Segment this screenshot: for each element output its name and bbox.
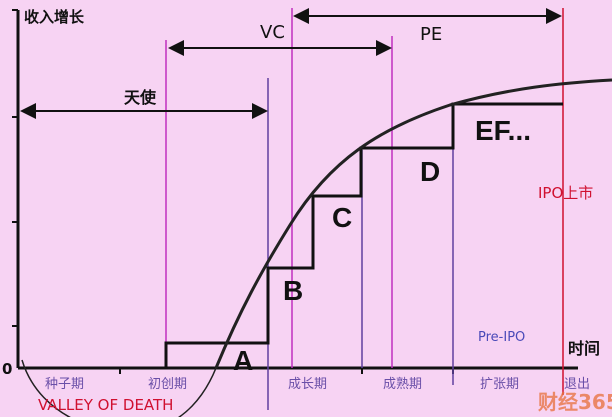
pre-ipo-label: Pre-IPO <box>478 330 526 345</box>
round-ef: EF... <box>475 115 532 146</box>
stage-exit: 退出 <box>564 377 591 392</box>
stage-mature: 成熟期 <box>383 377 423 392</box>
ipo-label: IPO上市 <box>538 184 594 202</box>
stage-startup: 初创期 <box>148 377 188 392</box>
vc-label: VC <box>260 22 285 43</box>
origin-label: 0 <box>2 360 13 378</box>
watermark-logo: 财经365 <box>538 390 612 414</box>
angel-label: 天使 <box>124 88 157 107</box>
y-axis-label: 收入增长 <box>24 8 85 26</box>
round-d: D <box>420 156 441 187</box>
round-b: B <box>283 275 304 306</box>
stage-expansion: 扩张期 <box>480 377 520 392</box>
round-a: A <box>233 345 254 376</box>
revenue-growth-curve <box>214 78 612 369</box>
pe-label: PE <box>420 24 443 45</box>
funding-steps <box>164 102 563 368</box>
round-c: C <box>332 202 353 233</box>
stage-seed: 种子期 <box>45 377 85 392</box>
x-axis-label: 时间 <box>568 339 601 358</box>
valley-of-death-curve <box>21 359 217 417</box>
y-ticks <box>12 9 18 327</box>
valley-of-death-label: VALLEY OF DEATH <box>38 396 174 414</box>
stage-growth: 成长期 <box>288 377 328 392</box>
